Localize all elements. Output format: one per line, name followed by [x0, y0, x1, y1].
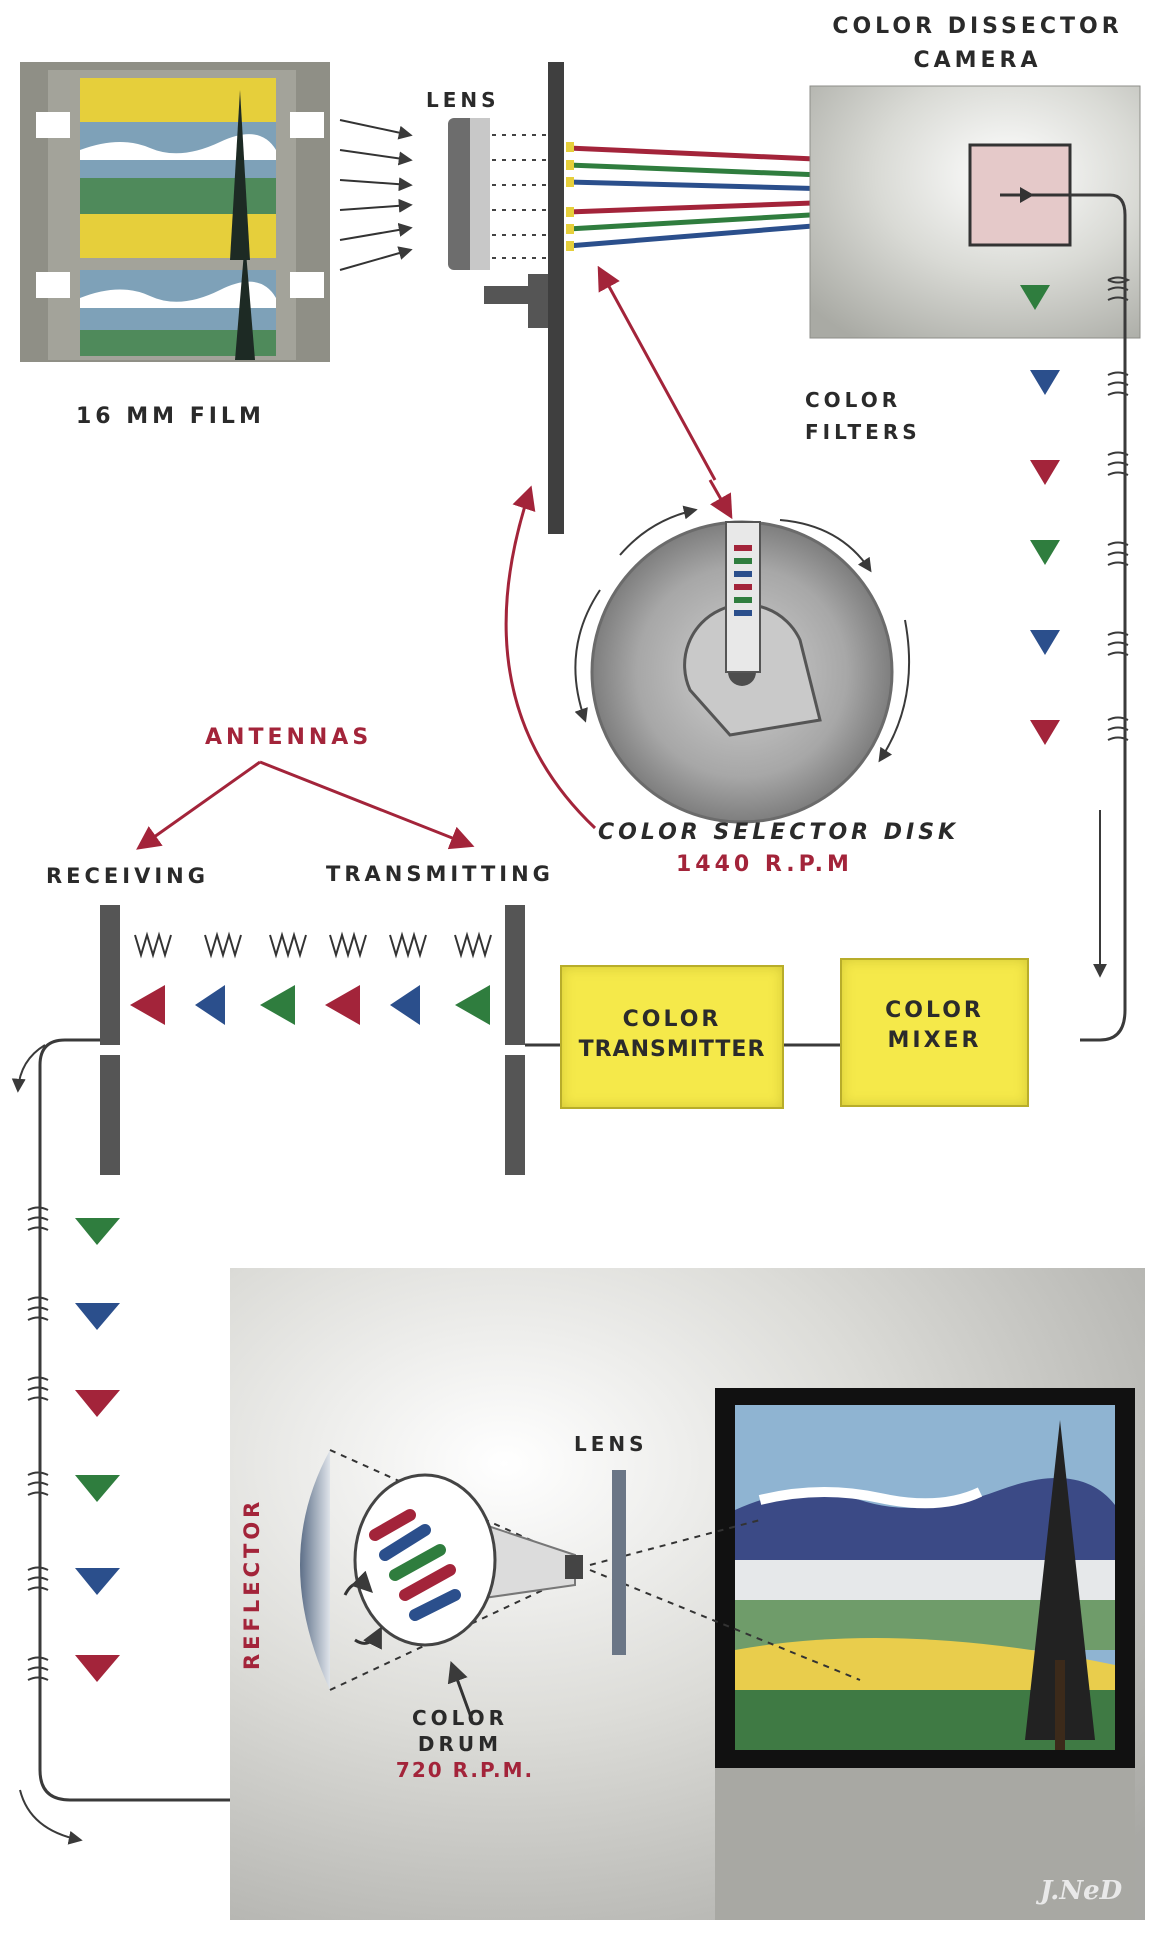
top-lens [448, 62, 564, 534]
color-transmitter-label-line2: TRANSMITTER [562, 1035, 782, 1065]
transmitting-antenna [505, 905, 560, 1175]
transmitting-label: TRANSMITTING [326, 862, 554, 886]
drum-label-line2: DRUM [400, 1732, 520, 1756]
camera-label-line1: COLOR DISSECTOR [800, 14, 1155, 39]
receiving-label: RECEIVING [46, 864, 209, 888]
camera-label-line2: CAMERA [850, 48, 1105, 73]
color-mixer-label-line2: MIXER [842, 1026, 1027, 1056]
color-mixer-box: COLOR MIXER [840, 958, 1029, 1107]
artist-signature: J.NeD [1040, 1876, 1122, 1906]
drum-label-line1: COLOR [400, 1706, 520, 1730]
filters-label-line1: COLOR [805, 388, 901, 412]
top-lens-label: LENS [426, 88, 500, 112]
filters-label-line2: FILTERS [805, 420, 921, 444]
selector-disk-speed: 1440 R.P.M [676, 852, 853, 877]
bottom-lens-label: LENS [574, 1432, 648, 1456]
color-selector-disk [506, 270, 909, 828]
received-triangles [75, 1218, 120, 1682]
color-transmitter-label-line1: COLOR [562, 1005, 782, 1035]
projected-picture [735, 1405, 1115, 1750]
dissector-camera [810, 86, 1140, 338]
film-strip [20, 62, 330, 362]
antennas-label: ANTENNAS [205, 725, 372, 750]
film-light-arrows [340, 120, 410, 270]
camera-triangles [1030, 370, 1060, 745]
film-label: 16 MM FILM [76, 404, 265, 429]
antennas-arrows [140, 762, 470, 847]
drum-speed-label: 720 R.P.M. [390, 1758, 540, 1782]
radio-waves [135, 935, 491, 955]
transmitted-triangles [130, 985, 490, 1025]
color-mixer-label-line1: COLOR [842, 996, 1027, 1026]
color-transmitter-box: COLOR TRANSMITTER [560, 965, 784, 1109]
reflector-label: REFLECTOR [240, 1498, 264, 1670]
receiving-antenna [100, 905, 120, 1175]
selector-disk-label: COLOR SELECTOR DISK [598, 820, 959, 845]
